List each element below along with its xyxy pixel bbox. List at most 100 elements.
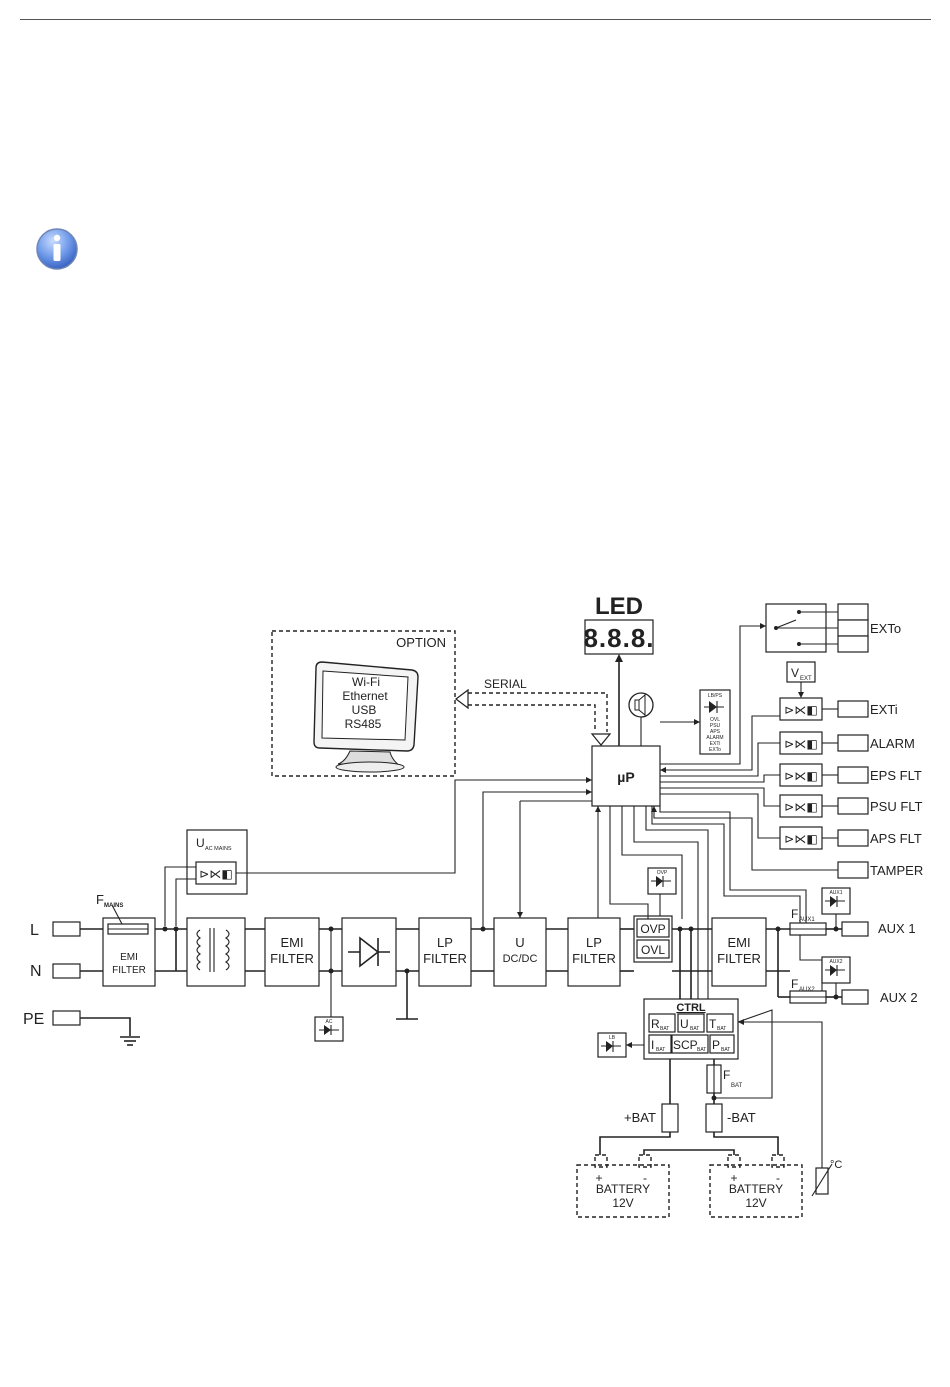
serial-line-2 (468, 704, 596, 732)
led-list-box (699, 689, 731, 755)
ovl-box (636, 939, 670, 959)
eps-flt-label: EPS FLT (870, 768, 922, 783)
aux1-led-label: AUX1 (829, 890, 842, 896)
ctrl-p-main: P (712, 1038, 720, 1052)
f-mains-main: F (96, 892, 104, 907)
ctrl-p-sub: BAT (721, 1047, 730, 1053)
ctrl-r-sub: BAT (660, 1026, 669, 1032)
nbat-label: -BAT (727, 1110, 756, 1125)
ctrl-i-bat (648, 1034, 672, 1054)
ctrl-p-bat (709, 1034, 735, 1054)
lb-led (597, 1032, 627, 1058)
ctrl-scp-main: SCP (673, 1038, 698, 1052)
psu-flt-label: PSU FLT (870, 799, 923, 814)
input-pe-terminal (52, 1010, 81, 1026)
aps-flt-label: APS FLT (870, 831, 922, 846)
lp1-line1: LP (437, 935, 453, 950)
ctrl-u-bat (677, 1013, 705, 1033)
pbat-label: +BAT (624, 1110, 656, 1125)
f-aux1-sub: AUX1 (799, 917, 815, 923)
aux1-terminal (841, 921, 869, 937)
emi-filter-1 (264, 917, 320, 987)
input-pe-label: PE (23, 1011, 44, 1028)
ctrl-t-bat (706, 1013, 734, 1033)
ctrl-scp-bat (671, 1034, 709, 1054)
svg-text:⊳⋉◧: ⊳⋉◧ (784, 800, 817, 814)
opto-exti: ⊳⋉◧ (779, 697, 823, 721)
transformer-icon (196, 928, 230, 972)
lp2-line2: FILTER (572, 951, 616, 966)
emi-small-2: FILTER (112, 965, 146, 976)
lp1-line2: FILTER (423, 951, 467, 966)
vext-sub: EXT (800, 676, 812, 682)
svg-text:-: - (643, 1171, 647, 1185)
temp-label: °C (830, 1159, 842, 1171)
option-box (271, 630, 456, 777)
microprocessor (591, 745, 661, 807)
exto-label: EXTo (870, 621, 901, 636)
battery2-line1: BATTERY (729, 1182, 783, 1196)
led-list-3: APS (710, 729, 721, 735)
emi2-line2: FILTER (717, 951, 761, 966)
led-list-1: OVL (710, 717, 720, 723)
svg-text:-: - (776, 1171, 780, 1185)
monitor-line-1: Wi-Fi (352, 675, 380, 689)
ovp-label: OVP (640, 922, 665, 936)
ovp-led-diode-icon (651, 876, 671, 887)
opto-psu-flt: ⊳⋉◧ (779, 794, 823, 818)
svg-text:⊳⋉◧: ⊳⋉◧ (784, 737, 817, 751)
ovl-label: OVL (641, 943, 665, 957)
opto-uac-icon: ⊳⋉◧ (199, 867, 232, 881)
pbat-terminal (661, 1103, 679, 1133)
aux1-label: AUX 1 (878, 921, 916, 936)
ovp-box (636, 918, 670, 938)
ctrl-label: CTRL (676, 1002, 706, 1014)
emi2-line1: EMI (727, 935, 750, 950)
ctrl-t-sub: BAT (717, 1026, 726, 1032)
serial-label: SERIAL (484, 677, 527, 691)
led-digits: 8.8.8. (583, 623, 654, 653)
option-title: OPTION (396, 635, 446, 650)
transformer (186, 917, 246, 987)
f-aux2-sub: AUX2 (799, 987, 815, 993)
emi-small-1: EMI (120, 952, 138, 963)
battery-1 (576, 1164, 670, 1218)
led-list-5: EXTi (710, 741, 721, 747)
tamper-terminal (837, 861, 869, 879)
led-list-4: ALARM (706, 735, 723, 741)
exti-terminal (837, 700, 869, 718)
lp-filter-2 (567, 917, 621, 987)
ctrl-i-main: I (651, 1038, 654, 1052)
battery1-line1: BATTERY (596, 1182, 650, 1196)
nbat-terminal (705, 1103, 723, 1133)
up-label: µP (617, 769, 634, 785)
f-mains-sub: MAINS (104, 903, 123, 909)
input-l-terminal (52, 921, 81, 937)
ctrl-u-sub: BAT (690, 1026, 699, 1032)
speaker-icon (628, 692, 654, 746)
led-list-0: LB/PS (708, 693, 723, 699)
header-rule (20, 19, 931, 20)
svg-text:⊳⋉◧: ⊳⋉◧ (784, 832, 817, 846)
f-bat-main: F (723, 1068, 730, 1082)
ctrl-u-main: U (680, 1017, 689, 1031)
info-icon (36, 228, 78, 270)
led-display (584, 619, 654, 655)
aux1-led-diode-icon (825, 896, 845, 907)
ovp-led-label: OVP (657, 870, 668, 876)
aux2-label: AUX 2 (880, 990, 918, 1005)
ctrl-i-sub: BAT (656, 1047, 665, 1053)
eps-flt-terminal (837, 766, 869, 784)
tamper-label: TAMPER (870, 863, 923, 878)
aux2-led-label: AUX2 (829, 959, 842, 965)
f-aux2-main: F (791, 977, 798, 991)
lp-filter-1 (418, 917, 472, 987)
ctrl-r-main: R (651, 1017, 660, 1031)
diode-icon (348, 936, 390, 968)
led-list-2: PSU (710, 723, 721, 729)
battery2-line2: 12V (745, 1196, 766, 1210)
dcdc-line2: DC/DC (503, 953, 538, 965)
input-n-label: N (30, 963, 42, 980)
dcdc-converter (493, 917, 547, 987)
